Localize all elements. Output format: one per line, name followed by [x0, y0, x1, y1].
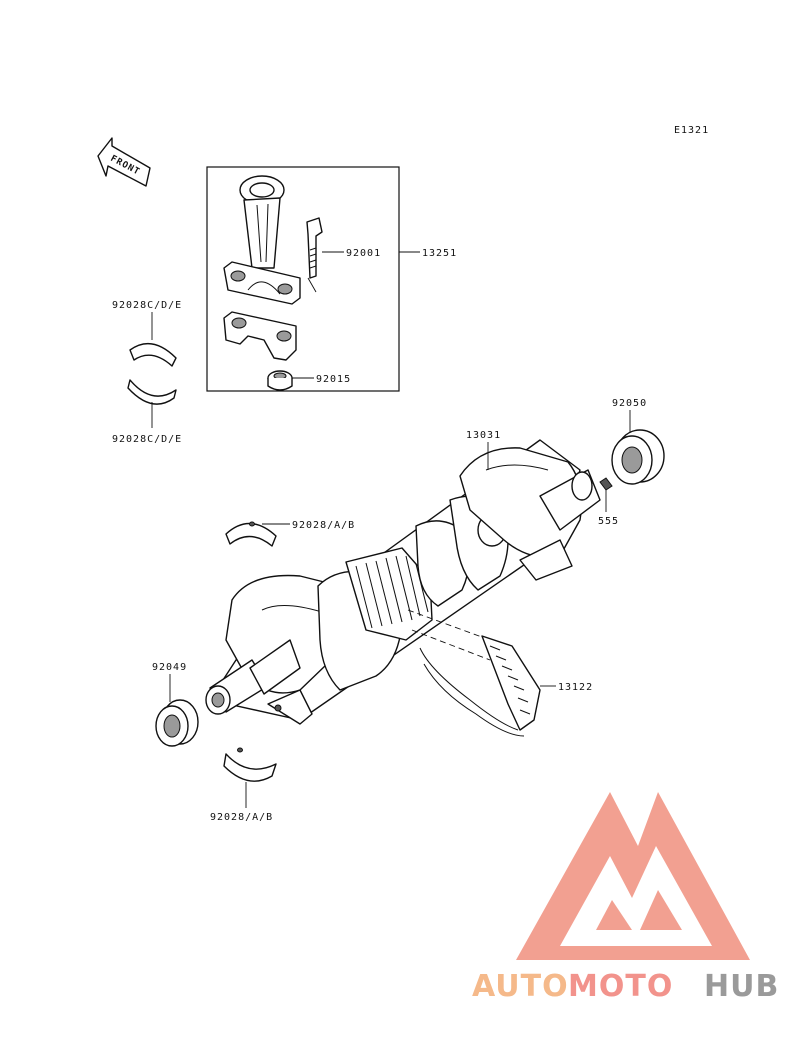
- label-right-oil-seal: 92050: [612, 398, 647, 409]
- con-rod-assembly-box: [206, 166, 400, 392]
- label-rod-bearing-upper: 92028C/D/E: [112, 300, 182, 311]
- rod-bearing-lower: [127, 379, 177, 405]
- label-key: 555: [598, 516, 619, 527]
- watermark-moto: MOTO: [568, 969, 673, 1004]
- watermark-logo-icon: [516, 792, 750, 960]
- key: [599, 477, 613, 491]
- watermark-brand: AUTO MOTO HUB: [472, 969, 779, 1004]
- label-rod-nut: 92015: [316, 374, 351, 385]
- main-bearing-upper: [225, 521, 277, 547]
- rod-bolt: [306, 217, 323, 293]
- rod-cap: [223, 311, 297, 361]
- rod-nut: [267, 370, 293, 391]
- cam-chain: [407, 609, 541, 737]
- front-arrow-icon: FRONT: [97, 137, 151, 187]
- label-main-bearing-lower: 92028/A/B: [210, 812, 273, 823]
- label-main-bearing-upper: 92028/A/B: [292, 520, 355, 531]
- label-rod-bolt: 92001: [346, 248, 381, 259]
- label-con-rod-assy: 13251: [422, 248, 457, 259]
- watermark-auto: AUTO: [472, 969, 569, 1004]
- left-oil-seal: [155, 699, 199, 747]
- label-left-oil-seal: 92049: [152, 662, 187, 673]
- main-bearing-lower: [223, 747, 277, 782]
- label-crankshaft: 13031: [466, 430, 501, 441]
- crankshaft: [205, 439, 601, 725]
- diagram-ref-code: E1321: [674, 125, 709, 136]
- connecting-rod: [223, 175, 301, 305]
- label-rod-bearing-lower: 92028C/D/E: [112, 434, 182, 445]
- watermark-hub: HUB: [704, 969, 779, 1004]
- right-oil-seal: [611, 429, 665, 485]
- rod-bearing-upper: [129, 342, 177, 367]
- label-cam-chain: 13122: [558, 682, 593, 693]
